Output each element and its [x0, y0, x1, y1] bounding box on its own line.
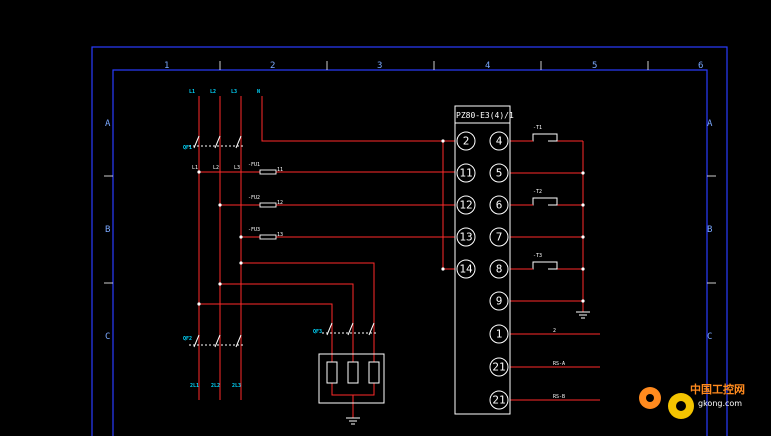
ct-labels: -T1 -T2 -T3 [533, 125, 542, 259]
ct-label-3: -T3 [533, 253, 542, 259]
terminal-label: 7 [496, 231, 503, 244]
ct-label-1: -T1 [533, 125, 542, 131]
grid-ticks [104, 61, 716, 284]
terminal-label: 21 [492, 394, 505, 407]
ground-symbols [346, 311, 590, 425]
gear-logo-icon [639, 387, 694, 419]
ct-3 [530, 261, 558, 270]
tap-wire-1 [241, 262, 375, 330]
watermark-url: gkong.com [698, 399, 742, 408]
phase-label-l3: L3 [234, 165, 240, 171]
fuse-symbols [259, 169, 277, 240]
module-right-terminal-labels: 4 5 6 7 8 9 1 21 21 [492, 135, 505, 407]
comm-label-2: 2 [553, 328, 556, 334]
line-label-l3: L3 [231, 89, 237, 95]
breaker-labels: QF1 QF2 QF3 [183, 145, 322, 342]
load-box [318, 353, 385, 404]
terminal-label: 6 [496, 199, 503, 212]
breaker-label-qf3: QF3 [313, 329, 322, 335]
breaker-label-qf1: QF1 [183, 145, 192, 151]
module-left-terminals [456, 131, 476, 279]
terminal-label: 21 [492, 361, 505, 374]
load-element-2 [347, 361, 359, 384]
breaker-qf3-symbol [322, 322, 378, 336]
terminal-label: 14 [459, 263, 473, 276]
fuse-2 [259, 202, 277, 208]
terminal-label: 5 [496, 167, 503, 180]
row-label-c-right: C [707, 332, 712, 342]
ct-2 [530, 197, 558, 206]
row-label-a-right: A [707, 119, 713, 129]
terminal-label: 12 [459, 199, 472, 212]
tap-wire-3 [199, 303, 333, 330]
load-element-1 [326, 361, 338, 384]
top-line-labels: L1 L2 L3 N [189, 89, 260, 95]
comm-labels: 2 RS-A RS-B [553, 328, 565, 400]
row-label-b-right: B [707, 225, 712, 235]
fuse-wire-label-1: 11 [277, 167, 283, 173]
power-lines [198, 96, 600, 418]
junction-dots [197, 139, 585, 306]
fuse-label-3: -FU3 [248, 227, 260, 233]
phase-label-l2: L2 [213, 165, 219, 171]
module-left-terminal-labels: 2 11 12 13 14 [459, 135, 473, 276]
column-label-4: 4 [485, 61, 490, 71]
drawing-frame [91, 46, 728, 436]
outer-frame [91, 46, 728, 436]
tap-wire-2 [220, 283, 354, 330]
fuse-1 [259, 169, 277, 175]
ct-1 [530, 133, 558, 142]
ct-label-2: -T2 [533, 189, 542, 195]
line-label-2l2: 2L2 [211, 383, 220, 389]
column-labels: 1 2 3 4 5 6 [164, 61, 703, 71]
module-right-terminals [489, 131, 509, 410]
line-label-2l3: 2L3 [232, 383, 241, 389]
terminal-label: 8 [496, 263, 503, 276]
inner-frame [112, 69, 708, 436]
phase-label-l1: L1 [192, 165, 198, 171]
terminal-label: 2 [463, 135, 470, 148]
neutral-wire [261, 96, 455, 142]
fuse-label-2: -FU2 [248, 195, 260, 201]
row-label-c-left: C [105, 332, 110, 342]
fuse-labels: -FU1 -FU2 -FU3 11 12 13 [248, 162, 283, 238]
terminal-label: 4 [496, 135, 503, 148]
fuse-wire-label-3: 13 [277, 232, 283, 238]
fuse-3 [259, 234, 277, 240]
meter-module-title: PZ80-E3(4)/1 [456, 111, 514, 120]
terminal-label: 1 [496, 328, 503, 341]
fuse-wire-label-2: 12 [277, 200, 283, 206]
column-label-2: 2 [270, 61, 275, 71]
line-label-n: N [257, 89, 260, 95]
column-label-3: 3 [377, 61, 382, 71]
breaker-qf2-symbol [189, 334, 245, 348]
ct-feed-wires [510, 140, 533, 270]
breaker-qf1-symbol [189, 135, 245, 149]
watermark: 中国工控网 gkong.com [639, 382, 745, 419]
watermark-text: 中国工控网 [690, 382, 745, 396]
line-label-l2: L2 [210, 89, 216, 95]
column-label-1: 1 [164, 61, 169, 71]
row-labels: A B C A B C [105, 119, 713, 342]
comm-label-rs-a: RS-A [553, 361, 565, 367]
terminal-label: 9 [496, 295, 503, 308]
line-label-2l1: 2L1 [190, 383, 199, 389]
column-label-5: 5 [592, 61, 597, 71]
column-label-6: 6 [698, 61, 703, 71]
bottom-line-labels: 2L1 2L2 2L3 [190, 383, 241, 389]
ct-symbols [530, 133, 558, 270]
load-element-3 [368, 361, 380, 384]
row-label-b-left: B [105, 225, 110, 235]
meter-module-outline [454, 105, 511, 415]
row-label-a-left: A [105, 119, 111, 129]
breaker-label-qf2: QF2 [183, 336, 192, 342]
fuse-label-1: -FU1 [248, 162, 260, 168]
comm-label-rs-b: RS-B [553, 394, 565, 400]
terminal-label: 11 [459, 167, 472, 180]
terminal-label: 13 [459, 231, 472, 244]
line-label-l1: L1 [189, 89, 195, 95]
phase-labels: L1 L2 L3 [192, 165, 240, 171]
